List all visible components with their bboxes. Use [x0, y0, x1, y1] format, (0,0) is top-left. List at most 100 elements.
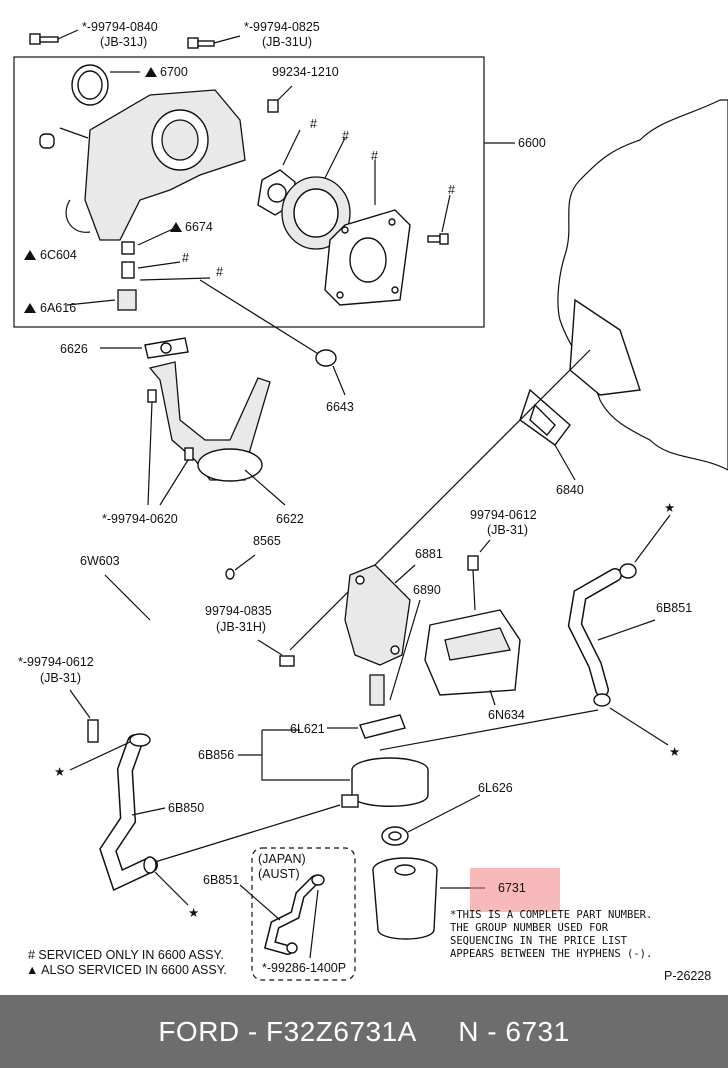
label-cooler-6b856: 6B856 [198, 748, 234, 762]
pump-assembly-frame [13, 56, 485, 328]
legend-hash: # SERVICED ONLY IN 6600 ASSY. [28, 948, 224, 962]
plug-6c604-part [39, 133, 55, 149]
label-gasket-6l621: 6L621 [290, 722, 325, 736]
pickup-bolt-1 [147, 389, 157, 403]
hash-mark-5: # [182, 251, 189, 265]
label-hose-6b850: 6B850 [168, 801, 204, 815]
dowel-pin-part [267, 99, 279, 113]
oil-filter-part [372, 857, 438, 940]
hash-mark-6: # [216, 265, 223, 279]
label-oring-8565: 8565 [253, 534, 281, 548]
front-seal-part [71, 64, 140, 106]
label-stud-6890: 6890 [413, 583, 441, 597]
triangle-icon [24, 303, 36, 313]
note-line-2: THE GROUP NUMBER USED FOR [450, 922, 609, 934]
label-clamp-1400p: *-99286-1400P [262, 961, 346, 975]
label-plug-6c604: 6C604 [40, 248, 77, 262]
label-japan: (JAPAN) [258, 852, 306, 866]
label-bolt-0840: *-99794-0840 [82, 20, 158, 34]
footer-brand: FORD - F32Z6731A [158, 1015, 417, 1047]
inset-hose-part [263, 875, 320, 955]
label-pickup-6622: 6622 [276, 512, 304, 526]
star-mark-4: ★ [188, 906, 199, 920]
label-bolt-0612-a: 99794-0612 [470, 508, 537, 522]
label-bolt-0825-tool: (JB-31U) [262, 35, 312, 49]
exploded-view-drawing: *-99794-0840 (JB-31J) *-99794-0825 (JB-3… [13, 20, 728, 983]
clamp-6b850-top [129, 733, 151, 747]
pump-cover-plate [324, 209, 411, 306]
pickup-bolt-2 [184, 447, 194, 461]
star-mark-1: ★ [664, 501, 675, 515]
label-bolt-0840-tool: (JB-31J) [100, 35, 147, 49]
label-bolt-0612-b-tool: (JB-31) [40, 671, 81, 685]
highlight-box [470, 868, 560, 912]
bolt-0835-part [279, 655, 295, 667]
outer-rotor-part [281, 176, 351, 250]
hash-mark-3: # [371, 149, 378, 163]
adapter-nut-part [381, 826, 409, 846]
triangle-icon [170, 222, 182, 232]
oil-cooler-part [341, 757, 429, 808]
label-nut-6l626: 6L626 [478, 781, 513, 795]
engine-mount-boss [569, 298, 641, 396]
label-gasket-6626: 6626 [60, 342, 88, 356]
pickup-gasket-part [144, 337, 189, 359]
hash-mark-1: # [310, 117, 317, 131]
label-hose-6b851: 6B851 [656, 601, 692, 615]
legend-triangle: ▲ ALSO SERVICED IN 6600 ASSY. [26, 963, 227, 977]
oring-8565-part [225, 568, 235, 580]
footer-part: N - 6731 [458, 1015, 570, 1047]
filter-adapter-part [344, 564, 411, 666]
center-stud-part [369, 674, 385, 706]
cover-screw-part [427, 233, 449, 245]
note-line-1: *THIS IS A COMPLETE PART NUMBER. [450, 909, 652, 921]
relief-valve-plug-part [117, 289, 137, 311]
coolant-hose-left [99, 734, 158, 892]
inset-clamp-top [311, 874, 325, 886]
relief-plunger-part [121, 241, 135, 255]
coolant-hose-right [567, 568, 622, 697]
triangle-icon [24, 250, 36, 260]
star-mark-2: ★ [669, 745, 680, 759]
triangle-icon [145, 67, 157, 77]
hose-clamp-top [619, 563, 637, 579]
label-filter-6731: 6731 [498, 881, 526, 895]
cooler-gasket-part [359, 714, 406, 739]
hash-mark-2: # [342, 129, 349, 143]
label-bolt-0825: *-99794-0825 [244, 20, 320, 34]
label-pin-99234: 99234-1210 [272, 65, 339, 79]
note-line-4: APPEARS BETWEEN THE HYPHENS (-). [450, 948, 652, 960]
engine-block-outline [557, 99, 728, 471]
label-bolt-0620: *-99794-0620 [102, 512, 178, 526]
clamp-6b850-bottom [143, 856, 157, 874]
adapter-gasket-part [519, 388, 571, 446]
oring-6643-part [315, 349, 337, 367]
label-spring-6674: 6674 [185, 220, 213, 234]
footer-bar: FORD - F32Z6731A N - 6731 [0, 995, 728, 1068]
label-pump-6600: 6600 [518, 136, 546, 150]
label-shield-6n634: 6N634 [488, 708, 525, 722]
footer-spacer [417, 1016, 458, 1048]
label-bolt-0835-tool: (JB-31H) [216, 620, 266, 634]
oil-tube-part [132, 572, 213, 725]
drawing-number: P-26228 [664, 969, 711, 983]
label-bolt-0835: 99794-0835 [205, 604, 272, 618]
relief-spring-part [121, 261, 135, 279]
inset-clamp-bottom [286, 942, 298, 954]
oil-pump-body [59, 89, 246, 241]
hash-mark-4: # [448, 183, 455, 197]
hose-clamp-bottom [593, 693, 611, 707]
label-gasket-6840: 6840 [556, 483, 584, 497]
japan-aust-inset [251, 847, 356, 981]
label-hose-6b851-b: 6B851 [203, 873, 239, 887]
note-line-3: SEQUENCING IN THE PRICE LIST [450, 935, 628, 947]
label-valve-6a616: 6A616 [40, 301, 76, 315]
label-seal-6700: 6700 [160, 65, 188, 79]
bolt-0612-part [467, 555, 479, 571]
label-aust: (AUST) [258, 867, 300, 881]
bolt-0612-b-part [87, 719, 99, 743]
label-tube-6w603: 6W603 [80, 554, 120, 568]
label-bolt-0612-b: *-99794-0612 [18, 655, 94, 669]
label-adapter-6881: 6881 [415, 547, 443, 561]
label-bolt-0612-a-tool: (JB-31) [487, 523, 528, 537]
